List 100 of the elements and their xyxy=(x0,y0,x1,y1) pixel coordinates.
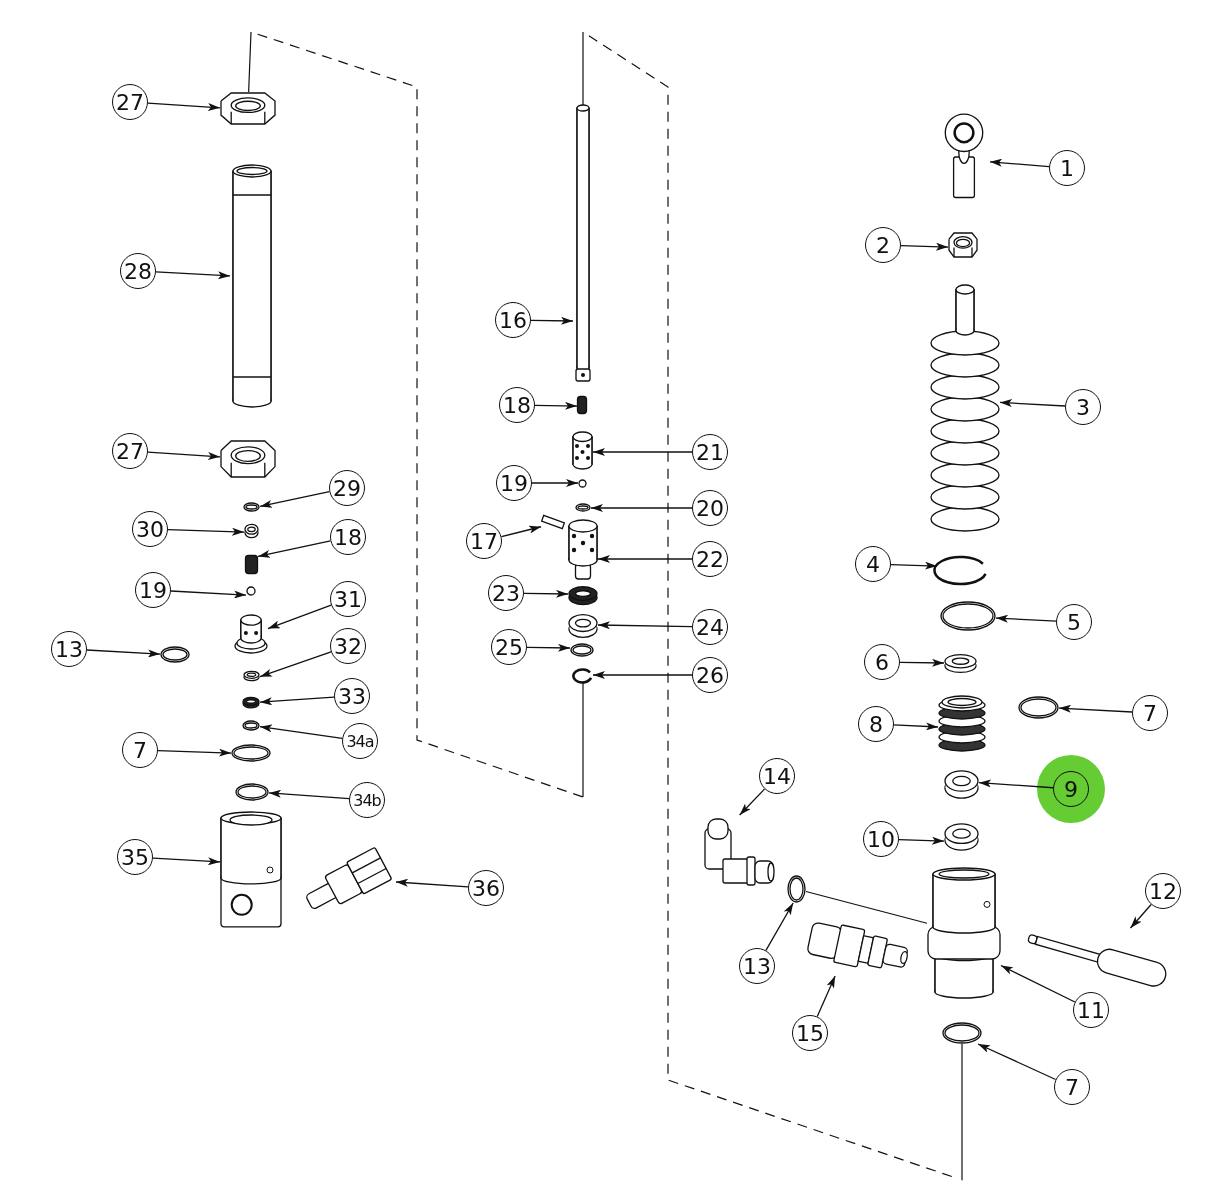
callout-number: 20 xyxy=(692,490,728,526)
part-drawing xyxy=(573,668,593,683)
callout-number: 22 xyxy=(692,541,728,577)
part-drawing xyxy=(220,92,276,125)
leader-line xyxy=(816,975,836,1018)
part-drawing xyxy=(944,654,977,673)
callout-number: 18 xyxy=(499,387,535,423)
leader-line xyxy=(526,643,571,652)
part-drawing xyxy=(942,1022,982,1044)
leader-line xyxy=(257,540,332,558)
part-drawing xyxy=(234,615,268,655)
callout-number: 7 xyxy=(1132,695,1168,731)
leader-line xyxy=(152,857,221,866)
callout-number: 13 xyxy=(51,631,87,667)
callout-number: 15 xyxy=(792,1015,828,1051)
leader-line xyxy=(1000,964,1076,1003)
leader-line xyxy=(999,399,1066,408)
part-drawing xyxy=(568,520,598,580)
callout-number: 21 xyxy=(692,434,728,470)
leader-line xyxy=(259,651,332,678)
part-drawing xyxy=(927,868,1001,998)
callout-number: 34b xyxy=(349,782,385,818)
leader-line xyxy=(259,696,335,706)
leader-line xyxy=(531,479,579,487)
ball-drawing xyxy=(246,586,256,596)
part-drawing xyxy=(568,586,598,605)
callout-number: 31 xyxy=(330,581,366,617)
leader-line xyxy=(898,836,945,845)
callout-number: 11 xyxy=(1073,992,1109,1028)
part-drawing xyxy=(243,502,260,512)
part-drawing xyxy=(944,770,979,799)
part-block xyxy=(541,516,565,528)
callout-number: 5 xyxy=(1056,604,1092,640)
callout-number: 26 xyxy=(692,657,728,693)
callout-number: 25 xyxy=(491,629,527,665)
leader-line xyxy=(259,724,343,740)
leader-line xyxy=(590,504,693,512)
part-drawing xyxy=(160,646,190,663)
callout-number: 23 xyxy=(488,575,524,611)
leader-line xyxy=(995,614,1057,623)
part-drawing xyxy=(787,875,806,903)
callout-number: 36 xyxy=(468,870,504,906)
leader-line xyxy=(890,561,938,570)
leader-line xyxy=(530,316,574,325)
callout-number: 14 xyxy=(759,758,795,794)
callout-number: 12 xyxy=(1145,873,1181,909)
leader-line xyxy=(977,1043,1057,1081)
part-drawing xyxy=(572,432,593,469)
part-drawing xyxy=(570,643,594,657)
leader-line xyxy=(155,271,231,280)
callout-number: 8 xyxy=(858,706,894,742)
leader-line xyxy=(147,102,221,112)
leader-line xyxy=(259,491,331,508)
assembly-line xyxy=(248,31,584,798)
assembly-line xyxy=(582,30,963,1181)
callout-number: 4 xyxy=(855,546,891,582)
part-drawing xyxy=(243,671,260,681)
part-drawing xyxy=(930,285,1000,531)
callout-number: 10 xyxy=(863,821,899,857)
part-drawing xyxy=(948,232,978,258)
leader-line xyxy=(1129,903,1152,929)
part-drawing xyxy=(242,697,260,708)
leader-line xyxy=(989,158,1050,168)
callout-number: 30 xyxy=(132,511,168,547)
leader-line xyxy=(592,448,693,456)
part-drawing xyxy=(568,614,598,638)
part-drawing xyxy=(242,720,260,731)
part-block xyxy=(577,396,587,414)
leader-line xyxy=(597,555,693,563)
part-block xyxy=(245,555,258,574)
callout-number: 13 xyxy=(739,948,775,984)
callout-number: 27 xyxy=(112,433,148,469)
part-drawing xyxy=(575,503,591,512)
callout-number: 34a xyxy=(342,723,378,759)
callout-number: 24 xyxy=(692,609,728,645)
leader-line xyxy=(500,525,542,538)
callout-number: 16 xyxy=(495,302,531,338)
leader-line xyxy=(395,878,469,888)
leader-line xyxy=(170,590,247,599)
part-drawing xyxy=(573,105,593,383)
leader-line xyxy=(739,788,766,816)
callout-number: 29 xyxy=(329,470,365,506)
leader-line xyxy=(899,658,945,667)
callout-number: 7 xyxy=(1054,1069,1090,1105)
callout-number: 1 xyxy=(1049,150,1085,186)
leader-line xyxy=(1058,704,1133,713)
part-drawing xyxy=(220,812,282,928)
callout-number: 19 xyxy=(135,572,171,608)
leader-line xyxy=(268,789,350,800)
part-drawing xyxy=(235,783,269,801)
ball-drawing xyxy=(578,479,587,488)
callout-number: 18 xyxy=(330,519,366,555)
leader-line xyxy=(534,401,578,410)
leader-line xyxy=(592,671,693,679)
callout-number: 27 xyxy=(112,84,148,120)
leader-line xyxy=(147,451,221,461)
part-drawing xyxy=(940,601,996,631)
assembly-line xyxy=(805,890,928,924)
callout-number: 6 xyxy=(864,644,900,680)
leader-line xyxy=(157,748,232,757)
